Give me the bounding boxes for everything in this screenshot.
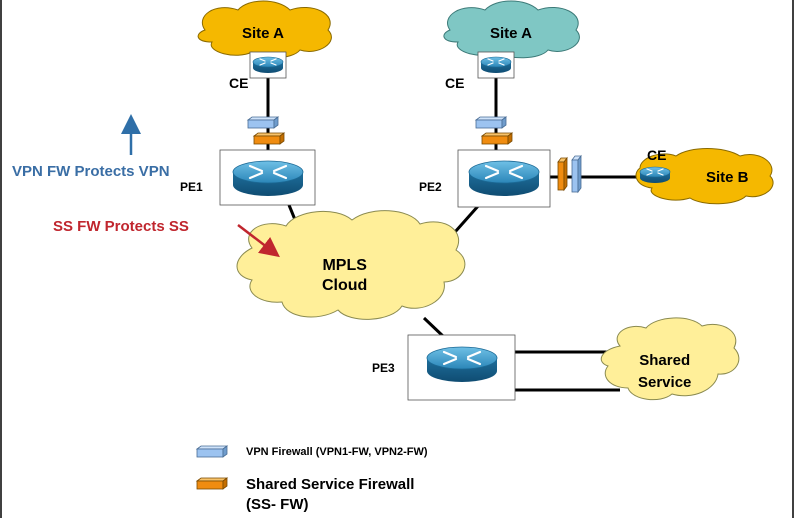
site-a-left-label: Site A (242, 25, 284, 42)
shared-service-cloud (600, 317, 740, 401)
site-a-left-cloud (197, 0, 332, 59)
ce-site-b-router (639, 166, 671, 184)
ce-right-label: CE (445, 75, 465, 91)
ss-fw-arrow (237, 224, 280, 258)
shared-service-label: Shared Service (638, 352, 692, 391)
vpn-firewall-left (247, 116, 279, 129)
vpn-fw-protects-label: VPN FW Protects VPN (12, 163, 170, 180)
ce-left-label: CE (229, 75, 249, 91)
legend-ss-firewall-icon (196, 477, 228, 490)
site-b-cloud (635, 148, 774, 205)
vpn-firewall-pe2-side (571, 154, 582, 194)
legend-ss-firewall-label-2: (SS- FW) (246, 496, 309, 513)
legend-vpn-firewall-label: VPN Firewall (VPN1-FW, VPN2-FW) (246, 446, 428, 458)
pe1-router (219, 149, 316, 206)
site-a-right-label: Site A (490, 25, 532, 42)
pe2-label: PE2 (419, 180, 442, 194)
ss-firewall-right (481, 132, 513, 145)
ss-firewall-pe2-side (557, 156, 568, 192)
pe1-label: PE1 (180, 180, 203, 194)
mpls-cloud (236, 210, 466, 320)
mpls-cloud-label: MPLS Cloud (322, 257, 368, 294)
pe2-router (457, 149, 551, 208)
legend-ss-firewall-label-1: Shared Service Firewall (246, 476, 415, 493)
site-b-label: Site B (706, 169, 749, 186)
pe3-router (407, 334, 516, 401)
legend-vpn-firewall-icon (196, 445, 228, 458)
link-pe2-mpls (453, 204, 481, 233)
vpn-firewall-right (475, 116, 507, 129)
ss-fw-protects-label: SS FW Protects SS (53, 218, 189, 235)
ce-right-router (477, 51, 515, 79)
pe3-label: PE3 (372, 361, 395, 375)
ce-left-router (249, 51, 287, 79)
ce-site-b-label: CE (647, 147, 667, 163)
site-a-right-cloud (443, 0, 580, 59)
ss-firewall-left (253, 132, 285, 145)
